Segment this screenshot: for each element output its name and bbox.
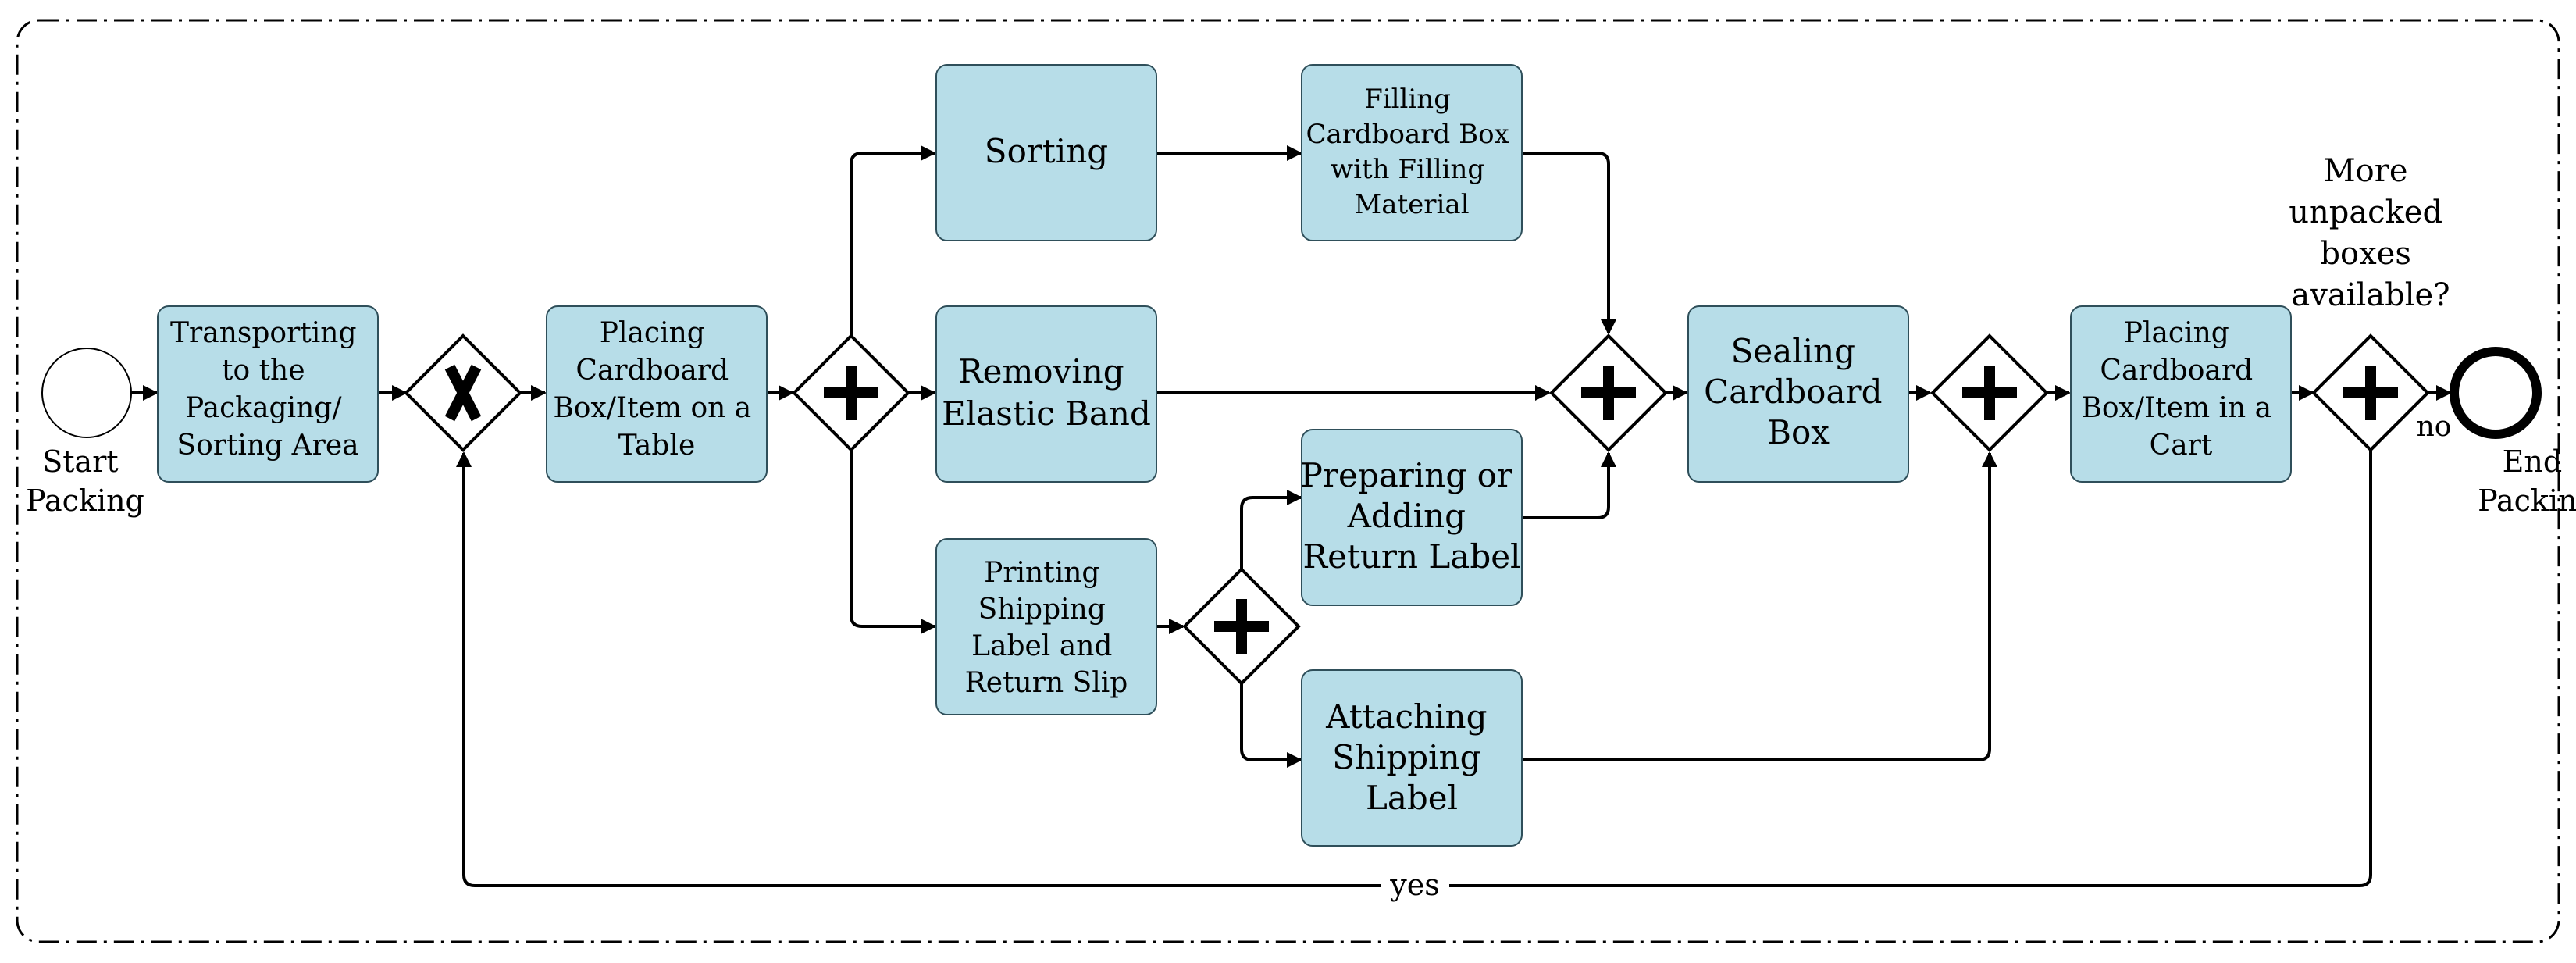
sequence-flows bbox=[117, 145, 2452, 887]
svg-text:Printing Shipping: Printing Shipping Label and Return Slip bbox=[965, 557, 1128, 699]
task-printing: Printing Shipping Label and Return Slip bbox=[935, 538, 1157, 715]
flow-label-yes: yes bbox=[1389, 868, 1439, 902]
flow-split-to-attach bbox=[1240, 683, 1302, 768]
start-event bbox=[41, 348, 132, 438]
task-elastic: Removing Elastic Band bbox=[935, 305, 1157, 483]
gateway-decision bbox=[2311, 333, 2430, 452]
task-place-table: Placing Cardboard Box/Item on a Table bbox=[546, 305, 768, 483]
flow-split-to-return-label bbox=[1240, 490, 1302, 569]
flow-filling-to-join bbox=[1520, 152, 1616, 335]
svg-text:Removing Elastic Band: Removing Elastic Band bbox=[942, 352, 1151, 433]
flow-label-yes-bg bbox=[1381, 868, 1449, 901]
end-event-label: End Packing bbox=[2478, 444, 2576, 518]
gateway-split-main bbox=[792, 333, 910, 452]
task-filling: Filling Cardboard Box with Filling Mater… bbox=[1301, 64, 1523, 241]
flow-split-to-sorting bbox=[850, 145, 936, 336]
flow-label-no: no bbox=[2417, 411, 2452, 443]
svg-text:Sorting: Sorting bbox=[985, 132, 1108, 170]
svg-text:Sealing Cardboard: Sealing Cardboard Box bbox=[1704, 332, 1893, 451]
end-event bbox=[2450, 347, 2542, 439]
gateway-split-print bbox=[1182, 567, 1301, 686]
pool-border bbox=[16, 19, 2560, 943]
gateway-loop-merge bbox=[404, 333, 522, 452]
svg-text:Preparing or Adding: Preparing or Adding Return Label bbox=[1301, 456, 1523, 576]
svg-text:Filling Cardboard Box: Filling Cardboard Box with Filling Mater… bbox=[1306, 84, 1517, 220]
task-return-label: Preparing or Adding Return Label bbox=[1301, 429, 1523, 606]
gateway-join-main bbox=[1549, 333, 1668, 452]
task-place-cart: Placing Cardboard Box/Item in a Cart bbox=[2070, 305, 2292, 483]
flow-split-to-printing bbox=[850, 450, 936, 634]
task-attach: Attaching Shipping Label bbox=[1301, 669, 1523, 847]
svg-text:Attaching Shipping: Attaching Shipping Label bbox=[1325, 697, 1498, 817]
svg-text:Placing Cardboard: Placing Cardboard Box/Item on a Table bbox=[553, 317, 760, 462]
flow-attach-to-join bbox=[1520, 451, 1997, 761]
gateway-join-ship bbox=[1930, 333, 2049, 452]
task-transport: Transporting to the Packaging/ Sorting A… bbox=[157, 305, 379, 483]
decision-question: More unpacked boxes available? bbox=[2289, 153, 2453, 313]
flow-return-label-to-join bbox=[1520, 451, 1616, 519]
start-event-label: Start Packing bbox=[26, 444, 144, 518]
task-sealing: Sealing Cardboard Box bbox=[1687, 305, 1909, 483]
svg-text:Transporting to the: Transporting to the Packaging/ Sorting A… bbox=[170, 317, 365, 462]
svg-text:Placing Cardboard: Placing Cardboard Box/Item in a Cart bbox=[2081, 317, 2280, 462]
task-sorting: Sorting bbox=[935, 64, 1157, 241]
